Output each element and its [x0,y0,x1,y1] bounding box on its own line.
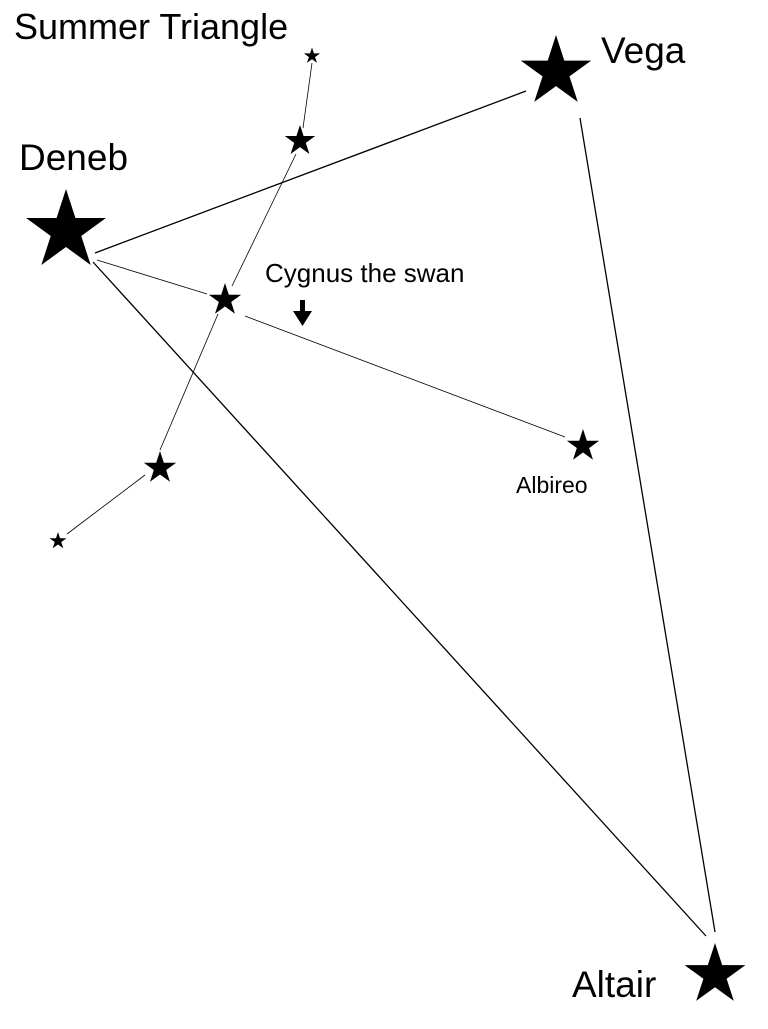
line-vega-altair [579,117,716,933]
label-albireo: Albireo [516,472,588,498]
line-deneb-altair [92,261,707,937]
cygnus-lines [66,62,566,535]
label-vega: Vega [601,30,686,71]
diagram-title: Summer Triangle [14,6,289,47]
star-vega-icon [520,35,592,102]
line-cygnus-neck [231,153,297,287]
star-deneb-icon [26,189,106,265]
line-cygnus-wingtip [66,474,146,535]
label-altair: Altair [572,964,657,1005]
stars [26,35,746,1001]
star-cygnus-3-icon [208,283,242,314]
line-cygnus-wing [159,313,219,451]
line-deneb-vega [94,90,527,254]
label-cygnus: Cygnus the swan [265,258,465,288]
star-cygnus-2-icon [284,125,316,154]
summer-triangle-lines [92,90,716,937]
down-arrow-icon [293,300,312,326]
star-cygnus-1-icon [303,47,321,63]
star-cygnus-4-icon [143,451,177,482]
line-sadr-albireo [244,315,566,438]
label-deneb: Deneb [19,137,129,178]
line-cygnus-neck-top [302,62,313,129]
star-cygnus-5-icon [49,532,67,549]
star-albireo-icon [566,429,600,460]
line-deneb-sadr [96,259,208,295]
star-altair-icon [684,943,746,1001]
